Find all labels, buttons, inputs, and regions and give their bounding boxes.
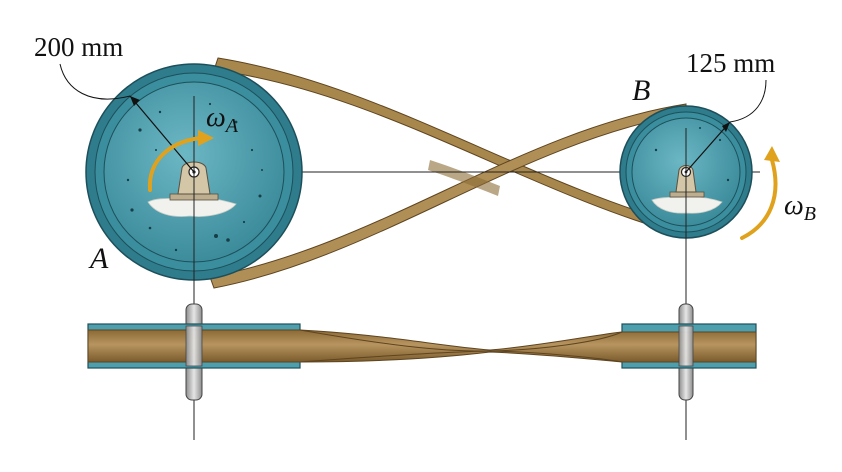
omega-a-arrow [147, 130, 214, 192]
omega-a-symbol: ω [206, 102, 226, 133]
radius-b-indicator [685, 79, 767, 173]
omega-b-arrow [740, 146, 780, 240]
radius-a-label: 200 mm [34, 32, 123, 62]
radius-b-label: 125 mm [686, 48, 775, 78]
omega-b-symbol: ω [784, 190, 804, 221]
belt-side-strand-1 [87, 329, 757, 363]
pulley-b-mount-plate [669, 191, 705, 198]
pulley-a-label: A [88, 242, 109, 275]
omega-a-subscript: A [224, 115, 239, 137]
radius-a-indicator [59, 63, 195, 173]
belt-side-twist-2 [299, 350, 623, 363]
omega-b-subscript: B [804, 203, 816, 225]
omega-a-label: ωA [206, 102, 239, 137]
belt-crossing-shade [428, 160, 500, 196]
pulley-b-label: B [632, 74, 650, 107]
pulley-a-speckles [126, 102, 263, 252]
omega-b-label: ωB [784, 190, 816, 225]
side-view [87, 303, 757, 401]
